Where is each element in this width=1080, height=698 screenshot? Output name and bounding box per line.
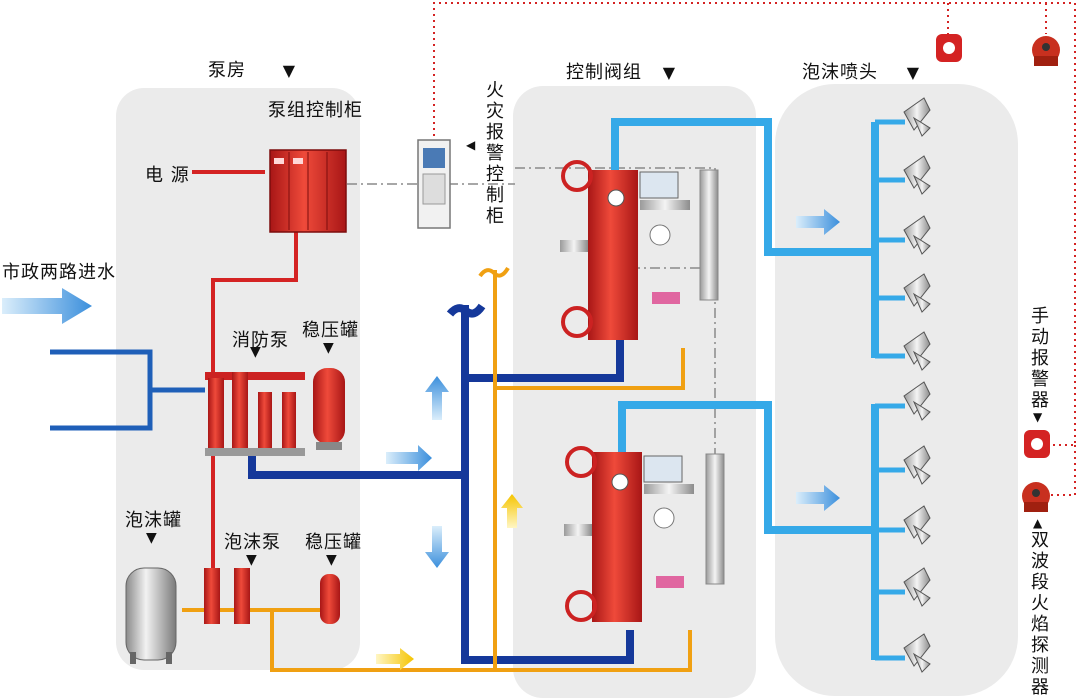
foam-pipes — [182, 266, 692, 672]
down-marker: ▼ — [282, 61, 297, 80]
manual-alarm-bottom-icon — [1024, 430, 1050, 458]
up-flow-arrow — [425, 376, 449, 420]
nozzle-3 — [903, 215, 931, 255]
down-marker: ▼ — [662, 63, 677, 82]
nozzle-flow-arrow-bottom — [796, 485, 840, 511]
fire-alarm-cabinet-marker: ◀ — [466, 138, 477, 152]
main-flow-arrow — [386, 445, 432, 471]
fire-pump-group-icon — [205, 372, 305, 456]
pressure-tank-bottom-label: 稳压罐 — [305, 532, 362, 553]
foam-nozzle-label: 泡沫喷头 ▼ — [802, 62, 921, 83]
nozzle-7 — [903, 445, 931, 485]
fire-pump-label: 消防泵 — [232, 330, 289, 351]
pressure-tank-top-marker: ▼ — [323, 340, 335, 356]
foam-nozzle-icons — [903, 97, 931, 673]
pump-room-label: 泵房 ▼ — [208, 60, 297, 81]
foam-pump-group-icon — [204, 568, 250, 624]
flame-detector-marker: ▲ — [1033, 516, 1044, 530]
nozzle-8 — [903, 505, 931, 545]
nozzle-flow-arrow-top — [796, 209, 840, 235]
down-marker: ▼ — [906, 63, 921, 82]
manual-alarm-label: 手动报警器 — [1031, 306, 1049, 411]
nozzle-branches — [875, 119, 905, 661]
valve-group-top-icon — [560, 160, 719, 340]
pump-control-cabinet-label: 泵组控制柜 — [268, 100, 363, 121]
pressure-tank-top-icon — [313, 368, 345, 450]
nozzle-10 — [903, 633, 931, 673]
water-inlet-pipes — [50, 349, 205, 431]
inlet-arrow — [2, 288, 92, 324]
foam-pump-label: 泡沫泵 — [224, 532, 281, 553]
nozzle-4 — [903, 273, 931, 313]
foam-tank-icon — [125, 567, 177, 664]
pressure-tank-bottom-marker: ▼ — [326, 552, 338, 568]
nozzle-1 — [903, 97, 931, 137]
signal-lines — [433, 2, 1076, 496]
foam-flow-arrow — [376, 648, 414, 670]
foam-up-arrow — [501, 494, 523, 528]
pressure-tank-top-label: 稳压罐 — [302, 320, 359, 341]
municipal-water-label: 市政两路进水 — [2, 262, 116, 283]
power-lines — [192, 170, 298, 568]
nozzle-6 — [903, 381, 931, 421]
manual-alarm-top-icon — [936, 34, 962, 62]
flame-detector-top-icon — [1032, 36, 1060, 66]
valve-group-bottom-icon — [564, 446, 725, 622]
foam-pump-marker: ▼ — [246, 552, 258, 568]
valve-group-label: 控制阀组 ▼ — [566, 62, 677, 83]
control-lines — [347, 167, 716, 468]
down-flow-arrow — [425, 526, 449, 568]
power-label: 电 源 — [145, 165, 190, 186]
nozzle-5 — [903, 331, 931, 371]
fire-alarm-cabinet-label: 火灾报警控制柜 — [486, 80, 504, 227]
fire-alarm-cabinet-icon — [417, 139, 451, 229]
flow-arrows — [2, 209, 840, 670]
nozzle-2 — [903, 155, 931, 195]
manual-alarm-marker: ▼ — [1033, 410, 1044, 424]
pressure-tank-bottom-icon — [320, 574, 340, 624]
main-water-pipes — [248, 303, 634, 664]
foam-tank-label: 泡沫罐 — [125, 510, 182, 531]
nozzle-9 — [903, 567, 931, 607]
pump-control-cabinet-icon — [269, 149, 347, 233]
foam-tank-marker: ▼ — [146, 530, 158, 546]
flame-detector-bottom-icon — [1022, 482, 1050, 512]
fire-pump-marker: ▼ — [250, 344, 262, 360]
flame-detector-label: 双波段火焰探测器 — [1031, 530, 1049, 698]
